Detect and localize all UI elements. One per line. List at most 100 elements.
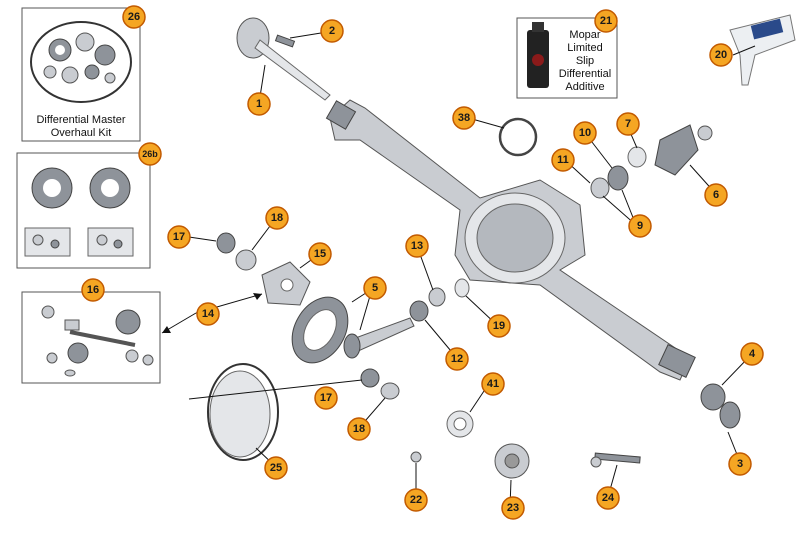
callout-3[interactable]: 3 <box>728 452 752 476</box>
callout-26[interactable]: 26 <box>122 5 146 29</box>
overhaul-kit-label-line1: Differential Master <box>36 114 125 126</box>
callout-4[interactable]: 4 <box>740 342 764 366</box>
callout-22[interactable]: 22 <box>404 488 428 512</box>
yoke[interactable] <box>654 124 713 176</box>
additive-line1: Mopar <box>569 29 601 41</box>
svg-text:13: 13 <box>411 240 423 252</box>
svg-text:18: 18 <box>353 423 365 435</box>
callout-15[interactable]: 15 <box>308 242 332 266</box>
callout-9[interactable]: 9 <box>628 214 652 238</box>
sealant-tube[interactable] <box>729 14 796 86</box>
callout-13[interactable]: 13 <box>405 234 429 258</box>
callout-11[interactable]: 11 <box>551 148 575 172</box>
bearing-race[interactable] <box>590 177 610 199</box>
svg-text:22: 22 <box>410 494 422 506</box>
cover-bolt[interactable] <box>590 452 641 468</box>
master-overhaul-kit-box[interactable]: Differential Master Overhaul Kit <box>21 7 141 142</box>
svg-text:3: 3 <box>737 458 743 470</box>
callout-18-upper[interactable]: 18 <box>265 206 289 230</box>
svg-text:9: 9 <box>637 220 643 232</box>
callout-14[interactable]: 14 <box>196 302 220 326</box>
callout-25[interactable]: 25 <box>264 456 288 480</box>
differential-cover[interactable] <box>207 363 279 461</box>
svg-text:23: 23 <box>507 502 519 514</box>
svg-text:10: 10 <box>579 127 591 139</box>
pinion-shim[interactable] <box>454 278 470 298</box>
axle-seal[interactable] <box>719 401 741 429</box>
additive-bottle-image <box>527 22 549 88</box>
svg-text:2: 2 <box>329 25 335 37</box>
svg-text:11: 11 <box>557 154 569 166</box>
svg-text:15: 15 <box>314 248 326 260</box>
washer[interactable] <box>410 451 422 463</box>
ring-gear[interactable] <box>281 287 359 373</box>
callout-7[interactable]: 7 <box>616 112 640 136</box>
callout-16[interactable]: 16 <box>81 278 105 302</box>
axle-shaft[interactable] <box>236 17 331 101</box>
carrier-bearing-upper[interactable] <box>216 232 257 271</box>
wheel-stud[interactable] <box>274 34 296 48</box>
callout-6[interactable]: 6 <box>704 183 728 207</box>
overhaul-kit-image <box>30 21 132 103</box>
svg-text:12: 12 <box>451 353 463 365</box>
callout-17-lower[interactable]: 17 <box>314 386 338 410</box>
callout-1[interactable]: 1 <box>247 92 271 116</box>
svg-text:7: 7 <box>625 118 631 130</box>
callout-19[interactable]: 19 <box>487 314 511 338</box>
callout-24[interactable]: 24 <box>596 486 620 510</box>
callout-20[interactable]: 20 <box>709 43 733 67</box>
svg-text:26b: 26b <box>142 149 158 159</box>
svg-text:5: 5 <box>372 282 378 294</box>
additive-line5: Additive <box>565 81 604 93</box>
svg-text:1: 1 <box>256 98 262 110</box>
callout-41[interactable]: 41 <box>481 372 505 396</box>
additive-line3: Slip <box>576 55 594 67</box>
overhaul-kit-label-line2: Overhaul Kit <box>51 127 112 139</box>
svg-text:17: 17 <box>320 392 332 404</box>
svg-text:38: 38 <box>458 112 470 124</box>
gear-kits-image <box>24 167 134 257</box>
callout-26b[interactable]: 26b <box>138 142 162 166</box>
pinion-nut[interactable] <box>494 443 530 479</box>
pinion-race[interactable] <box>428 287 446 307</box>
axle-nut-41[interactable] <box>446 410 474 438</box>
svg-text:14: 14 <box>202 308 215 320</box>
callout-21[interactable]: 21 <box>594 9 618 33</box>
additive-line2: Limited <box>567 42 602 54</box>
svg-text:26: 26 <box>128 11 140 23</box>
callout-10[interactable]: 10 <box>573 121 597 145</box>
svg-text:4: 4 <box>749 348 756 360</box>
pinion-bearing-inner[interactable] <box>409 300 429 322</box>
pinion-gear[interactable] <box>343 317 415 359</box>
svg-text:19: 19 <box>493 320 505 332</box>
callout-23[interactable]: 23 <box>501 496 525 520</box>
svg-text:17: 17 <box>173 231 185 243</box>
additive-line4: Differential <box>559 68 611 80</box>
axle-bearing[interactable] <box>700 383 726 411</box>
additive-box[interactable]: Mopar Limited Slip Differential Additive <box>516 17 618 99</box>
svg-text:24: 24 <box>602 492 615 504</box>
callout-2[interactable]: 2 <box>320 19 344 43</box>
carrier-parts-box[interactable] <box>21 291 161 384</box>
svg-text:16: 16 <box>87 284 99 296</box>
axle-housing[interactable] <box>325 99 696 381</box>
carrier-parts-image <box>41 305 154 377</box>
callout-12[interactable]: 12 <box>445 347 469 371</box>
svg-text:6: 6 <box>713 189 719 201</box>
callout-17-upper[interactable]: 17 <box>167 225 191 249</box>
carrier-bearing-lower[interactable] <box>360 368 400 400</box>
svg-text:25: 25 <box>270 462 282 474</box>
retaining-ring[interactable] <box>498 117 538 157</box>
svg-text:20: 20 <box>715 49 727 61</box>
callout-5[interactable]: 5 <box>363 276 387 300</box>
pinion-bearing-outer[interactable] <box>607 165 629 191</box>
callout-38[interactable]: 38 <box>452 106 476 130</box>
svg-text:18: 18 <box>271 212 283 224</box>
callout-18-lower[interactable]: 18 <box>347 417 371 441</box>
svg-text:41: 41 <box>487 378 499 390</box>
gear-kits-box[interactable] <box>16 152 151 269</box>
svg-text:21: 21 <box>600 15 612 27</box>
differential-carrier[interactable] <box>261 261 311 306</box>
pinion-seal[interactable] <box>627 146 647 168</box>
